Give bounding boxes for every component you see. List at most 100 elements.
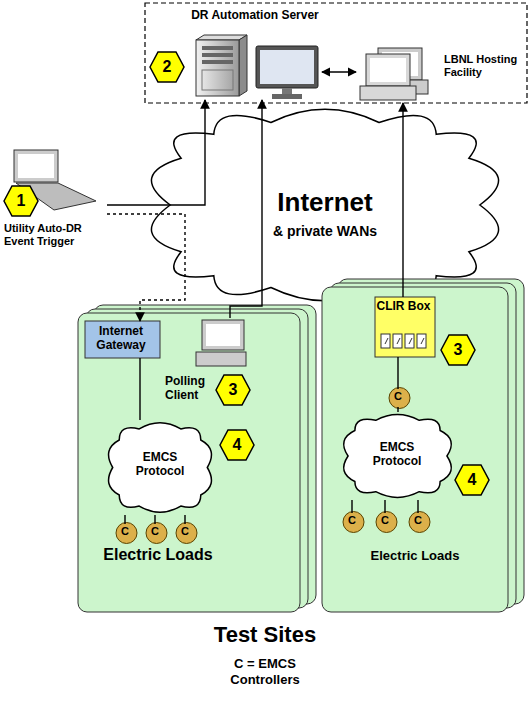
callout-hexagon (150, 52, 184, 82)
text-slot: C (116, 525, 134, 538)
computer-icons (14, 35, 428, 366)
controller-circle: C (389, 389, 410, 407)
text-slot: DR Automation Server (188, 8, 322, 22)
clir-fill (375, 297, 435, 357)
callout-hexagon (4, 186, 38, 216)
pc-monitor (202, 320, 244, 350)
controller-circle: C (343, 513, 364, 531)
controller-letter: C (389, 390, 407, 403)
node-label: Electric Loads (88, 545, 228, 564)
controller-dot (343, 512, 364, 533)
controller-circle-shape (343, 512, 364, 533)
node-label: Electric Loads (340, 548, 490, 564)
callout-number: 4 (455, 465, 489, 495)
controller-circle: C (409, 513, 430, 531)
test-site-shape (78, 305, 316, 612)
text-slot: 3 (216, 375, 250, 405)
controller-dot (116, 523, 137, 544)
controller-dot (376, 512, 397, 533)
controller-dot (389, 388, 410, 409)
controller-circle: C (116, 524, 137, 542)
node-label: & private WANs (225, 223, 425, 240)
gateway-box: Internet Gateway (85, 321, 160, 358)
gateway-box-shape (85, 321, 160, 358)
callout-number: 1 (4, 186, 38, 216)
pc-screen (206, 324, 240, 346)
relay-symbol (417, 334, 426, 348)
dashed-region (145, 3, 527, 103)
laptop-screen (18, 154, 54, 178)
connector (107, 100, 205, 205)
text-slot: & private WANs (225, 223, 425, 240)
callout-hexagon (216, 375, 250, 405)
protocol-cloud: EMCS Protocol (340, 412, 455, 500)
server-drive (202, 46, 233, 50)
text-slot: C (343, 514, 361, 527)
node-label: DR Automation Server (188, 8, 322, 22)
laptop-lid (14, 150, 58, 182)
server-tower (196, 40, 239, 96)
relay-symbol (393, 334, 402, 348)
site-panel (78, 313, 300, 612)
controller-dot (176, 523, 197, 544)
connector (397, 407, 398, 412)
text-slot: Utility Auto-DR Event Trigger (4, 222, 104, 248)
pc-screen (382, 52, 418, 76)
connector (417, 500, 418, 513)
text-slot: C (389, 390, 407, 403)
pc-case (360, 86, 416, 100)
connector (384, 500, 385, 513)
monitor-base (272, 94, 302, 99)
text-slot: CLIR Box (375, 299, 432, 313)
connector (230, 100, 262, 318)
link-arrow (322, 71, 356, 72)
hosting-facility-shape (145, 3, 527, 103)
controller-dot (409, 512, 430, 533)
server-group: DR Automation Server (188, 8, 325, 100)
cloud-outline (151, 109, 498, 300)
server-panel (202, 70, 233, 90)
callout-hexagons (4, 52, 489, 495)
text-slot: C (376, 514, 394, 527)
test-site: CLIR BoxCEMCS ProtocolCCCElectric Loads (322, 287, 508, 612)
node-shapes (78, 3, 527, 612)
controller-circle-shape (376, 512, 397, 533)
server-drive (202, 53, 233, 57)
controller-circle-shape (176, 523, 197, 544)
controller-circle: C (176, 524, 197, 542)
site-page-behind (86, 309, 308, 608)
controller-circle-shape (389, 388, 410, 409)
relay-symbol (405, 334, 414, 348)
node-label: EMCS Protocol (125, 450, 195, 479)
controller-letter: C (343, 514, 361, 527)
protocol-cloud: EMCS Protocol (105, 420, 215, 515)
server-side (239, 35, 247, 96)
site-page-behind (338, 279, 524, 604)
clir-box: CLIR Box (375, 297, 435, 357)
connector (139, 358, 140, 420)
callout-number: 3 (216, 375, 250, 405)
callout-hexagon (441, 335, 475, 365)
monitor-screen (260, 50, 314, 84)
server-drive (202, 60, 233, 64)
controller-circle: C (376, 513, 397, 531)
callout-number: 2 (150, 52, 184, 82)
text-slot: EMCS Protocol (362, 440, 432, 469)
controller-dot (146, 523, 167, 544)
test-site: Internet GatewayPolling ClientEMCS Proto… (78, 313, 300, 612)
text-slot: 4 (220, 430, 254, 460)
controller-letter: C (409, 514, 427, 527)
clir-box-shape (375, 297, 435, 357)
site-heading: Test Sites (165, 622, 365, 648)
callout-hexagon (455, 465, 489, 495)
protocol-cloud-shape (109, 423, 212, 512)
controller-circle-shape (409, 512, 430, 533)
node-label: EMCS Protocol (362, 440, 432, 469)
monitor (256, 46, 318, 88)
controller-circle: C (146, 524, 167, 542)
legend-note: C = EMCS Controllers (215, 656, 315, 687)
controller-circle-shape (116, 523, 137, 544)
connector (124, 515, 125, 524)
